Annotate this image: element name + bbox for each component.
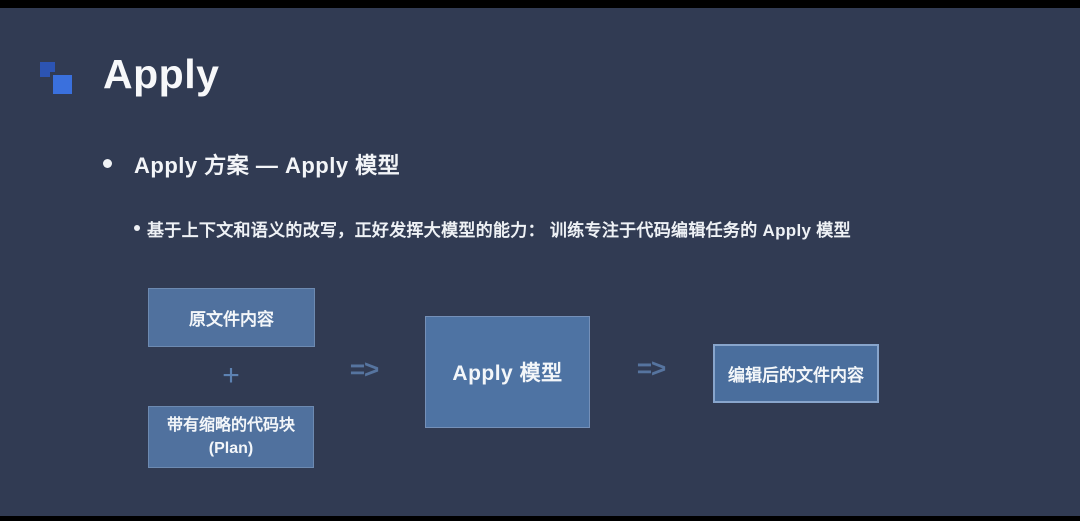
- source-file-box: 原文件内容: [148, 288, 315, 347]
- apply-model-box-label: Apply 模型: [452, 362, 563, 385]
- plan-box-line1: 带有缩略的代码块: [166, 416, 295, 434]
- apply-model-box: Apply 模型: [425, 316, 590, 428]
- logo-square-small-icon: [40, 62, 55, 77]
- output-file-box: 编辑后的文件内容: [713, 344, 879, 403]
- source-file-box-label: 原文件内容: [189, 310, 274, 329]
- bullet-level2-text: 基于上下文和语义的改写，正好发挥大模型的能力： 训练专注于代码编辑任务的 App…: [147, 221, 851, 240]
- bullet-dot-icon: [103, 159, 112, 168]
- slide-title: Apply: [103, 51, 220, 97]
- bullet-level1-text: Apply 方案 — Apply 模型: [134, 153, 401, 178]
- output-file-box-label: 编辑后的文件内容: [728, 366, 864, 385]
- plan-code-block-box: 带有缩略的代码块 (Plan): [148, 406, 314, 468]
- plan-box-line2: (Plan): [208, 440, 254, 457]
- plus-sign: +: [222, 359, 240, 392]
- sub-bullet-dot-icon: [134, 225, 140, 231]
- slide-canvas: Apply Apply 方案 — Apply 模型 基于上下文和语义的改写，正好…: [0, 8, 1080, 516]
- arrow-right-icon: =>: [636, 353, 666, 383]
- arrow-right-icon: =>: [349, 354, 379, 384]
- logo-square-large-icon: [53, 75, 72, 94]
